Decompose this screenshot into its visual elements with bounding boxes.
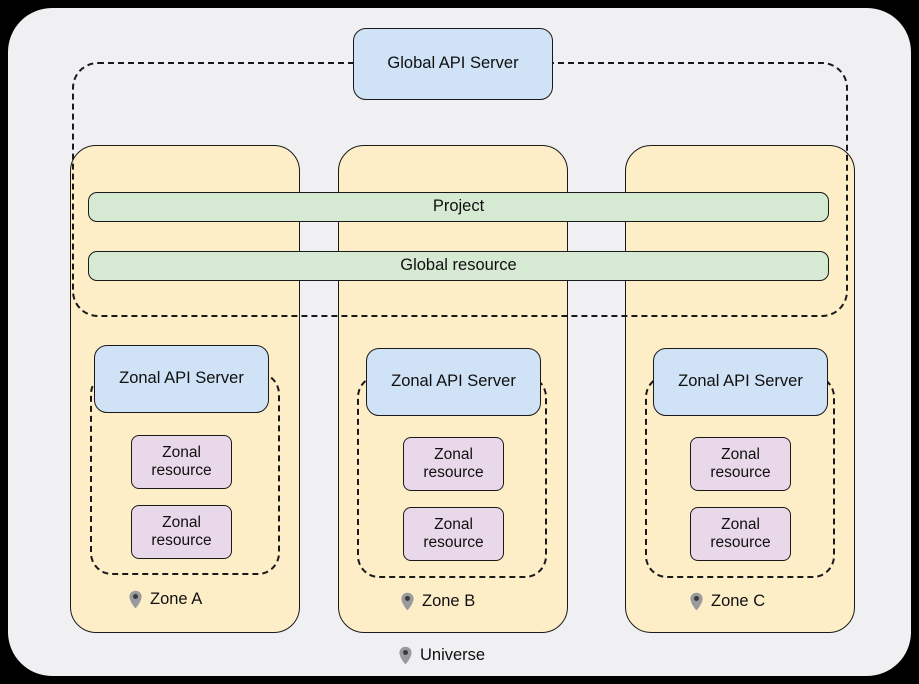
- zone-b-caption-label: Zone B: [422, 592, 476, 610]
- zone-a-resource-1-line1: Zonal: [162, 443, 201, 461]
- zone-a-resource-1-line2: resource: [151, 462, 212, 479]
- map-pin-icon: [129, 590, 142, 609]
- global-resource-bar-label: Global resource: [400, 256, 517, 275]
- zone-a-resource-2-line1: Zonal: [162, 513, 201, 531]
- zone-c-api-server-box[interactable]: Zonal API Server: [653, 348, 828, 416]
- global-resource-bar[interactable]: Global resource: [88, 251, 829, 281]
- map-pin-icon: [690, 592, 703, 611]
- zone-b-resource-2-line1: Zonal: [434, 515, 473, 533]
- zone-b-resource-1-line1: Zonal: [434, 445, 473, 463]
- zone-c-resource-2[interactable]: Zonal resource: [690, 507, 791, 561]
- zone-a-caption-label: Zone A: [150, 590, 203, 608]
- zone-a-api-server-label: Zonal API Server: [119, 369, 244, 388]
- zone-a-resource-2[interactable]: Zonal resource: [131, 505, 232, 559]
- map-pin-icon: [401, 592, 414, 611]
- universe-caption-label: Universe: [420, 646, 486, 664]
- zone-a-caption: Zone A: [128, 590, 202, 609]
- map-pin-icon: [399, 646, 412, 665]
- zone-a-api-server-box[interactable]: Zonal API Server: [94, 345, 269, 413]
- zone-b-resource-2-line2: resource: [423, 534, 484, 551]
- zone-c-caption: Zone C: [689, 592, 765, 611]
- global-api-server-label: Global API Server: [387, 54, 519, 73]
- zone-b-api-server-label: Zonal API Server: [391, 372, 516, 391]
- zone-c-caption-label: Zone C: [711, 592, 766, 610]
- universe-caption: Universe: [398, 646, 485, 665]
- zone-c-resource-1[interactable]: Zonal resource: [690, 437, 791, 491]
- project-bar[interactable]: Project: [88, 192, 829, 222]
- zone-b-caption: Zone B: [400, 592, 475, 611]
- project-bar-label: Project: [432, 197, 485, 216]
- zone-b-api-server-box[interactable]: Zonal API Server: [366, 348, 541, 416]
- zone-b-resource-1[interactable]: Zonal resource: [403, 437, 504, 491]
- zone-c-resource-1-line1: Zonal: [721, 445, 760, 463]
- zone-c-resource-2-line1: Zonal: [721, 515, 760, 533]
- zone-a-resource-1[interactable]: Zonal resource: [131, 435, 232, 489]
- zone-b-resource-1-line2: resource: [423, 464, 484, 481]
- zone-a-resource-2-line2: resource: [151, 532, 212, 549]
- zone-c-api-server-label: Zonal API Server: [678, 372, 803, 391]
- zone-c-resource-2-line2: resource: [710, 534, 771, 551]
- zone-c-resource-1-line2: resource: [710, 464, 771, 481]
- zone-b-resource-2[interactable]: Zonal resource: [403, 507, 504, 561]
- global-api-server-box[interactable]: Global API Server: [353, 28, 553, 100]
